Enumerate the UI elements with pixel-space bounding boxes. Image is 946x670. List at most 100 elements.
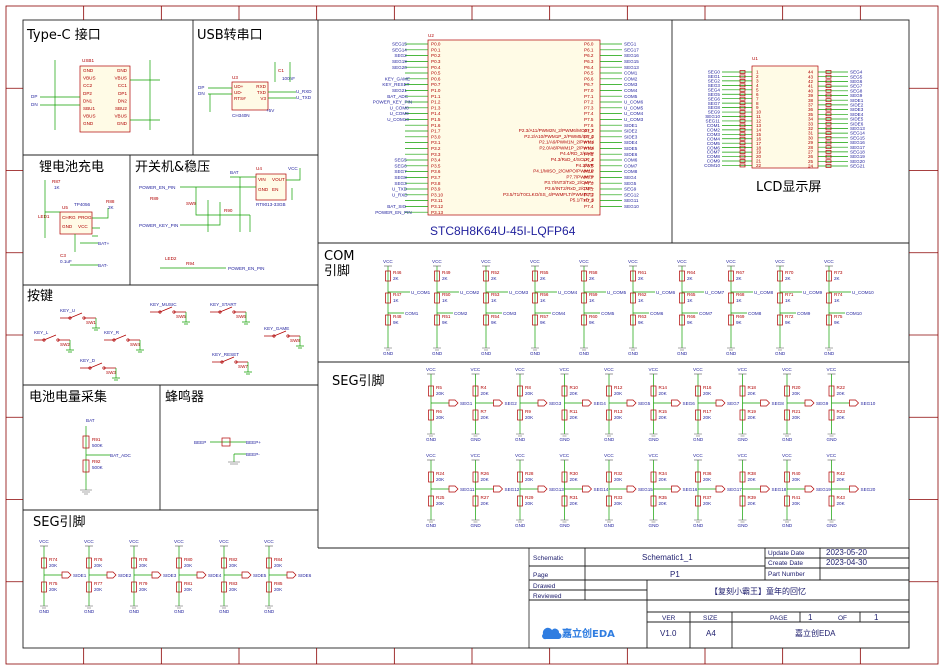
gnd-label: GND <box>824 351 835 356</box>
gnd-label: GND <box>628 351 639 356</box>
lcd-right-label: SEG19 <box>850 154 865 159</box>
seg-net: SEG6 <box>683 401 696 406</box>
seg-resistor-ref: R11 <box>570 409 579 414</box>
seg-resistor-ref: R84 <box>274 557 283 562</box>
ground-symbol <box>471 433 480 437</box>
seg-net: SEG2 <box>505 401 518 406</box>
com-resistor-value: 2K <box>834 276 841 281</box>
key-ref: SW7 <box>238 364 248 369</box>
seg-wire <box>742 460 761 520</box>
mcu-pin-number: P7.7 <box>584 175 594 180</box>
mcu-right-pin-label: SEG10 <box>624 204 639 209</box>
key-contact <box>112 338 116 342</box>
lcd-left-label: COM8 <box>707 154 721 159</box>
vcc-label: VCC <box>579 259 589 264</box>
seg-net: SEG15 <box>638 487 653 492</box>
seg-resistor <box>517 495 523 507</box>
seg-resistor-ref: R83 <box>229 581 238 586</box>
seg-net: SIDE2 <box>118 573 132 578</box>
mcu-pin-number: P0.2 <box>431 53 441 58</box>
mcu-right-pin-label: COM5 <box>624 94 638 99</box>
seg-resistor <box>131 557 137 569</box>
com-resistor-value: 9K <box>834 320 841 325</box>
ground-symbol <box>175 605 183 609</box>
power-pin: VIN <box>258 177 266 182</box>
gnd-label: GND <box>560 523 571 528</box>
seg-resistor-ref: R18 <box>748 385 757 390</box>
mcu-pin-number: P0.4 <box>431 65 441 70</box>
seg-resistor <box>428 495 434 507</box>
mcu-right-pin-label: U_COM6 <box>624 100 644 105</box>
seg-wire <box>430 460 449 520</box>
com-net: COM10 <box>846 311 862 316</box>
lcd-left-pin <box>739 132 746 137</box>
lcd-right-pin <box>825 112 832 117</box>
seg-resistor-ref: R36 <box>703 471 712 476</box>
mcu-left-pin-label: KEY_GAME <box>385 76 410 81</box>
lcd-pin-number: 31 <box>808 131 814 136</box>
gnd-label: GND <box>383 351 394 356</box>
seg-resistor <box>784 385 790 397</box>
mcu-right-pin-label: U_COM4 <box>624 111 644 116</box>
lcd-pin-number: 41 <box>808 84 814 89</box>
buzzer-circuit: BEEP BEEP+ BEEP- <box>194 437 261 465</box>
com-resistor-value: 9K <box>736 320 743 325</box>
lcd-pin-number: 29 <box>808 140 814 145</box>
lcd-right-pin <box>825 93 832 98</box>
usb-rx-net: U_RXD <box>296 89 312 94</box>
section-title-lcd: LCD显示屏 <box>756 180 821 195</box>
seg-net: SEG13 <box>549 487 564 492</box>
key-contact <box>172 310 176 314</box>
lcd-right-label: SEG5 <box>850 74 863 79</box>
gnd-label: GND <box>481 351 492 356</box>
seg-net: SEG8 <box>772 401 785 406</box>
ground-symbol <box>384 347 392 351</box>
com-resistor-ref: R47 <box>393 292 402 297</box>
lcd-left-label: COM9 <box>707 159 721 164</box>
com-resistor-ref: R62 <box>638 292 647 297</box>
seg-net: SEG17 <box>727 487 742 492</box>
tb-page-label: Page <box>533 572 549 579</box>
seg-resistor-value: 20K <box>436 477 445 482</box>
key-switch <box>212 356 248 363</box>
com-resistor-value: 9K <box>589 320 596 325</box>
section-title-com-2: 引脚 <box>324 263 350 279</box>
tb-ver-label: VER <box>662 615 676 622</box>
ground-symbol <box>649 519 658 523</box>
com-out-net: U_COM8 <box>754 290 774 295</box>
mcu-inner-label: P7.7/PWM7P <box>566 174 594 179</box>
com-resistor-ref: R56 <box>540 292 549 297</box>
gnd-label: GND <box>426 437 437 442</box>
lcd-left-pin <box>739 70 746 74</box>
lcd-left-pin <box>739 119 746 123</box>
com-resistor-ref: R57 <box>540 314 549 319</box>
seg-resistor-value: 20K <box>525 415 534 420</box>
com-resistor-ref: R72 <box>785 314 794 319</box>
net-flag <box>61 571 72 579</box>
mcu-pin-number: P1.2 <box>431 100 441 105</box>
seg-resistor-value: 20K <box>659 415 668 420</box>
key-contact <box>102 366 106 370</box>
seg-resistor-value: 20K <box>436 391 445 396</box>
seg-resistor-value: 20K <box>570 415 579 420</box>
seg-resistor <box>828 471 835 483</box>
seg-resistor <box>828 495 835 507</box>
typec-left-pin: DP2 <box>83 91 92 96</box>
seg-resistor <box>650 385 657 397</box>
typec-right-pin: GND <box>117 121 128 126</box>
com-resistor <box>385 270 391 282</box>
typec-right-pin: VBUS <box>114 76 127 81</box>
key-contact <box>82 316 86 320</box>
seg-resistor-ref: R75 <box>49 581 58 586</box>
com-resistor-value: 1K <box>589 298 596 303</box>
mcu-right-pin-label: COM3 <box>624 82 638 87</box>
gnd-label: GND <box>693 523 704 528</box>
seg-resistor-ref: R21 <box>792 409 801 414</box>
com-resistor-value: 2K <box>491 276 498 281</box>
seg-resistor-ref: R82 <box>229 557 238 562</box>
mcu-pin-number: P7.5 <box>584 163 594 168</box>
seg-resistor <box>561 495 568 507</box>
mcu-inner-label: P3.6/INT2/RxD_2/CMP- <box>545 186 594 191</box>
usb-ref: U3 <box>232 75 238 80</box>
